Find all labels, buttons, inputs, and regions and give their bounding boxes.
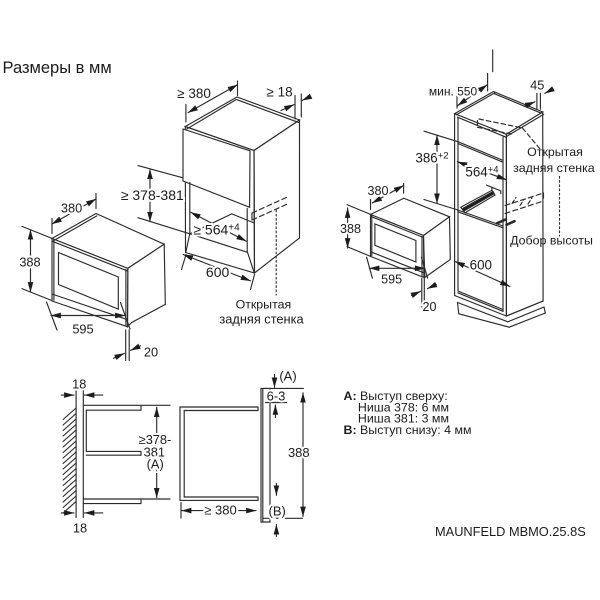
svg-text:600: 600 <box>470 258 492 273</box>
svg-text:20: 20 <box>144 345 158 360</box>
svg-text:600: 600 <box>206 264 230 280</box>
svg-text:≥ 18: ≥ 18 <box>266 85 292 100</box>
svg-text:Размеры в мм: Размеры в мм <box>3 59 112 77</box>
svg-text:B: Выступ снизу: 4 мм: B: Выступ снизу: 4 мм <box>344 423 472 437</box>
svg-text:18: 18 <box>72 377 86 392</box>
svg-text:MAUNFELD MBMO.25.8S: MAUNFELD MBMO.25.8S <box>435 524 586 539</box>
svg-text:595: 595 <box>72 322 93 337</box>
svg-text:595: 595 <box>381 273 402 287</box>
svg-text:381: 381 <box>144 444 165 459</box>
svg-text:380: 380 <box>61 201 82 216</box>
svg-text:≥378-: ≥378- <box>139 432 172 447</box>
svg-text:6-3: 6-3 <box>267 388 286 403</box>
svg-text:≥ 380: ≥ 380 <box>204 502 236 517</box>
svg-text:Открытая: Открытая <box>527 145 583 159</box>
svg-text:A: Выступ сверху:: A: Выступ сверху: <box>344 389 448 403</box>
svg-text:задняя стенка: задняя стенка <box>513 161 595 175</box>
svg-text:мин. 550: мин. 550 <box>429 85 478 99</box>
svg-text:Добор высоты: Добор высоты <box>510 234 593 248</box>
svg-text:(A): (A) <box>279 369 296 384</box>
svg-text:45: 45 <box>530 78 544 93</box>
svg-text:(A): (A) <box>147 457 164 472</box>
svg-text:388: 388 <box>19 255 40 270</box>
svg-text:задняя стенка: задняя стенка <box>219 312 304 327</box>
svg-text:18: 18 <box>73 521 87 536</box>
svg-text:388: 388 <box>288 445 310 460</box>
svg-text:Ниша 378: 6 мм: Ниша 378: 6 мм <box>358 400 449 414</box>
svg-text:380: 380 <box>367 184 388 198</box>
svg-text:≥ 380: ≥ 380 <box>177 86 211 101</box>
svg-text:Открытая: Открытая <box>236 298 292 312</box>
svg-text:≥ 378-381: ≥ 378-381 <box>121 187 184 203</box>
svg-text:Ниша 381: 3 мм: Ниша 381: 3 мм <box>358 412 449 426</box>
svg-text:388: 388 <box>340 222 361 236</box>
svg-text:(B): (B) <box>269 503 286 518</box>
svg-text:20: 20 <box>422 300 436 314</box>
